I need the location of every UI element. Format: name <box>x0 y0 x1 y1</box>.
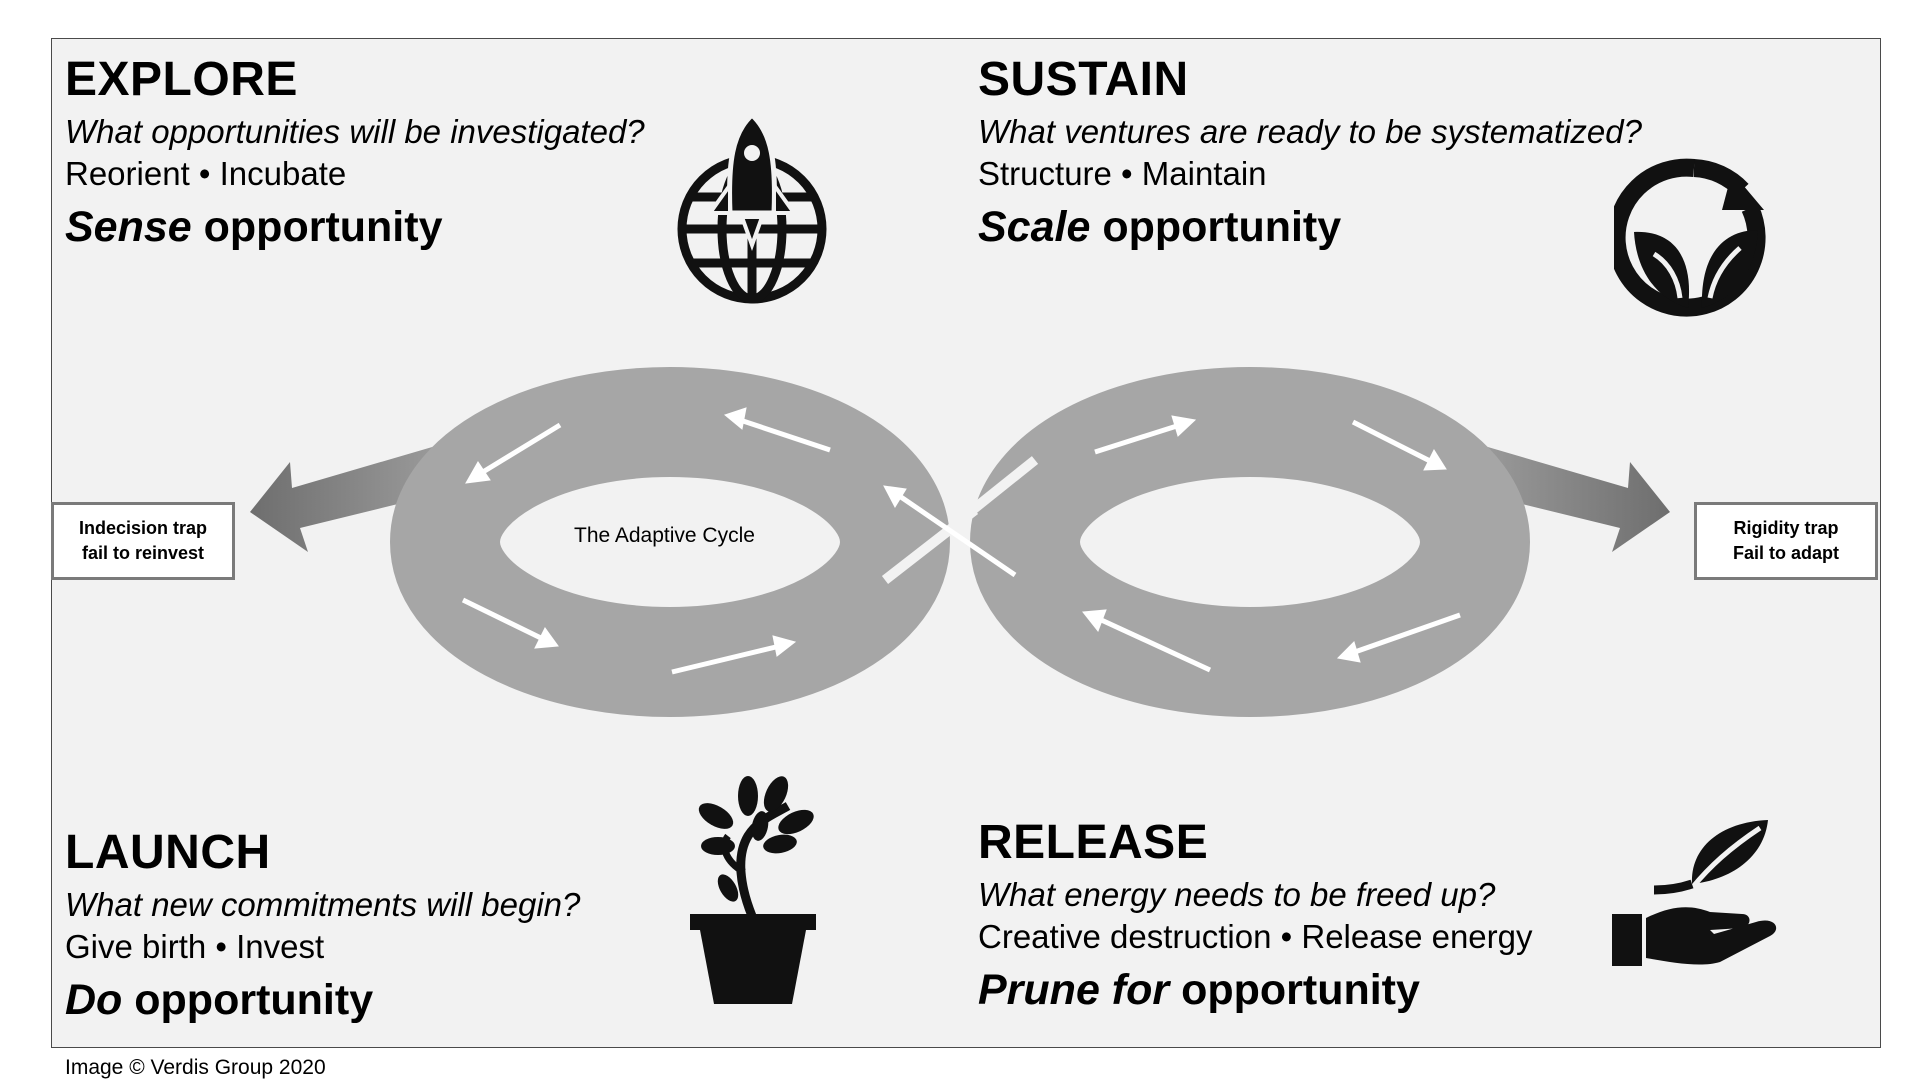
image-credit: Image © Verdis Group 2020 <box>65 1056 326 1079</box>
explore-tagline-emphasis: Sense <box>65 203 192 251</box>
road-arrow <box>671 635 797 675</box>
road-arrow <box>461 597 559 649</box>
sustain-question: What ventures are ready to be systematiz… <box>978 113 1642 150</box>
indecision-trap-label: Indecision trap <box>78 518 208 538</box>
launch-title: LAUNCH <box>65 826 271 879</box>
sustain-title: SUSTAIN <box>978 53 1189 106</box>
launch-question: What new commitments will begin? <box>65 886 581 923</box>
road-arrow <box>883 485 1017 578</box>
release-question: What energy needs to be freed up? <box>978 876 1496 913</box>
sustain-quadrant: SUSTAIN What ventures are ready to be sy… <box>978 52 1642 255</box>
release-tagline: Prune for opportunity <box>978 962 1533 1018</box>
infinity-road <box>390 367 1530 717</box>
explore-tagline-rest: opportunity <box>191 203 443 251</box>
cycle-label: The Adaptive Cycle <box>574 524 755 547</box>
hand-leaf-icon <box>1612 820 1777 966</box>
launch-actions: Give birth • Invest <box>65 928 325 965</box>
sustain-tagline-emphasis: Scale <box>978 203 1091 251</box>
explore-title: EXPLORE <box>65 53 298 106</box>
indecision-trap-sublabel: fail to reinvest <box>81 543 205 563</box>
explore-actions: Reorient • Incubate <box>65 155 347 192</box>
launch-tagline: Do opportunity <box>65 972 580 1028</box>
indecision-trap-box: Indecision trap fail to reinvest <box>51 502 235 580</box>
cycle-leaf-icon <box>1614 158 1766 317</box>
release-tagline-rest: opportunity <box>1169 966 1420 1014</box>
road-arrow <box>1336 612 1461 663</box>
sustain-tagline: Scale opportunity <box>978 199 1642 255</box>
road-arrow <box>1082 609 1212 673</box>
launch-quadrant: LAUNCH What new commitments will begin? … <box>65 825 580 1028</box>
road-arrow <box>465 422 562 484</box>
launch-tagline-rest: opportunity <box>122 976 374 1024</box>
rigidity-trap-box: Rigidity trap Fail to adapt <box>1694 502 1878 580</box>
release-quadrant: RELEASE What energy needs to be freed up… <box>978 815 1533 1018</box>
road-arrow <box>1351 419 1447 471</box>
rigidity-trap-sublabel: Fail to adapt <box>1732 543 1839 563</box>
explore-question: What opportunities will be investigated? <box>65 113 645 150</box>
rocket-globe-icon <box>677 113 827 304</box>
road-arrow <box>723 407 831 453</box>
release-title: RELEASE <box>978 816 1209 869</box>
rigidity-trap-label: Rigidity trap <box>1733 518 1839 538</box>
potted-plant-icon <box>690 776 816 1004</box>
release-actions: Creative destruction • Release energy <box>978 918 1533 955</box>
launch-tagline-emphasis: Do <box>65 976 123 1024</box>
sustain-actions: Structure • Maintain <box>978 155 1267 192</box>
road-direction-arrows <box>461 407 1461 675</box>
road-arrow <box>1094 415 1197 455</box>
sustain-tagline-rest: opportunity <box>1090 203 1342 251</box>
explore-tagline: Sense opportunity <box>65 199 645 255</box>
release-tagline-emphasis: Prune for <box>978 966 1170 1014</box>
explore-quadrant: EXPLORE What opportunities will be inves… <box>65 52 645 255</box>
